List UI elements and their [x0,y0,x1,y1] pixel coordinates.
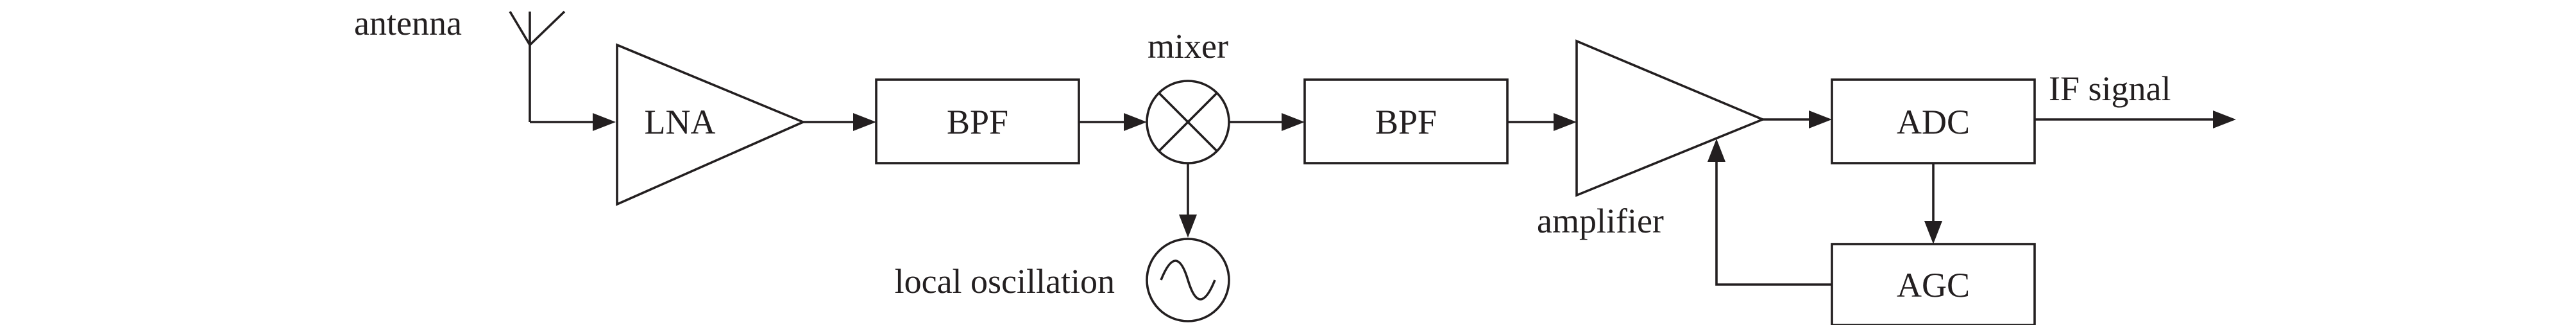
bpf2-to-amplifier-wire [1507,113,1577,131]
adc-label: ADC [1897,103,1970,141]
agc-label: AGC [1897,266,1970,304]
bpf1-to-mixer-wire [1079,113,1147,131]
antenna-to-lna-wire [530,113,616,131]
lna-label: LNA [645,103,716,141]
amplifier-label: amplifier [1537,202,1664,240]
amplifier-triangle [1575,39,1766,197]
local-oscillation-label: local oscillation [895,262,1115,301]
local-oscillator-symbol [1146,238,1230,322]
amplifier-to-adc-wire [1763,110,1832,128]
adc-to-agc-wire [1924,163,1942,244]
mixer-to-oscillator-wire [1179,163,1197,238]
mixer-label: mixer [1148,27,1228,66]
bpf1-label: BPF [947,103,1008,141]
mixer-symbol [1146,80,1230,164]
if-signal-output-wire [2035,110,2236,128]
bpf2-label: BPF [1375,103,1437,141]
mixer-to-bpf2-wire [1229,113,1305,131]
antenna-label: antenna [354,4,462,42]
agc-feedback-wire [1707,139,1832,286]
if-signal-label: IF signal [2049,69,2171,108]
antenna-icon [509,10,566,122]
lna-to-bpf1-wire [803,113,876,131]
lna-amplifier [616,43,806,206]
